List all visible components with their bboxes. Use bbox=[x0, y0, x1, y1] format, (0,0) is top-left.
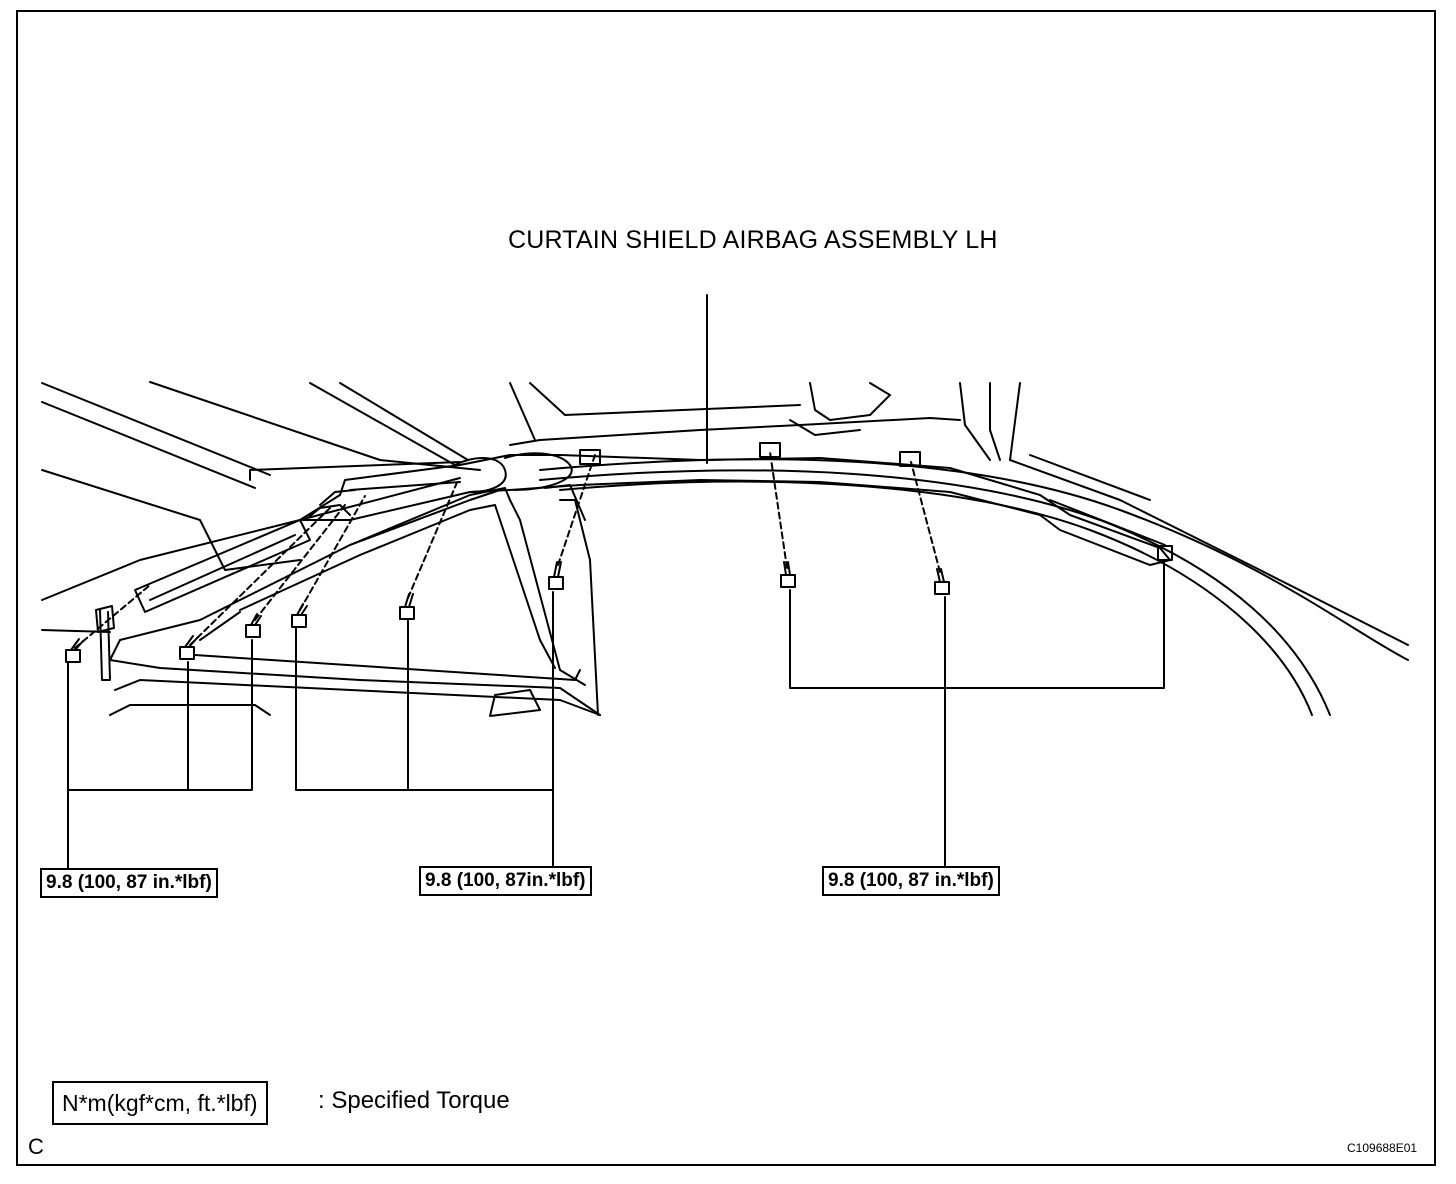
bolt-icon bbox=[65, 638, 84, 663]
bolt-icon bbox=[179, 635, 198, 660]
clip-strap bbox=[95, 605, 115, 681]
bolt-icon bbox=[780, 561, 796, 588]
torque-unit-legend-box: N*m(kgf*cm, ft.*lbf) bbox=[52, 1081, 268, 1125]
torque-label-right: 9.8 (100, 87 in.*lbf) bbox=[822, 866, 1000, 896]
rear-roof-area bbox=[509, 382, 1409, 716]
bolt-icon bbox=[399, 593, 415, 620]
bolt-icon bbox=[548, 561, 564, 590]
corner-letter: C bbox=[28, 1134, 44, 1159]
torque-leader-lines bbox=[67, 559, 1165, 869]
airbag-assembly bbox=[299, 442, 1173, 566]
torque-label-center: 9.8 (100, 87in.*lbf) bbox=[419, 866, 592, 896]
front-pillar-area bbox=[41, 381, 481, 633]
bolt-icon bbox=[245, 613, 262, 638]
torque-label-left: 9.8 (100, 87 in.*lbf) bbox=[40, 868, 218, 898]
bolt-icon bbox=[291, 603, 308, 628]
torque-legend-description: : Specified Torque bbox=[318, 1087, 510, 1114]
bolt-alignment-lines bbox=[74, 451, 941, 649]
diagram-title: CURTAIN SHIELD AIRBAG ASSEMBLY LH bbox=[508, 226, 998, 254]
bolt-icons bbox=[65, 561, 950, 663]
bolt-icon bbox=[934, 568, 950, 595]
figure-number: C109688E01 bbox=[1347, 1141, 1418, 1155]
diagram-frame bbox=[16, 10, 1436, 1166]
center-pillar-area bbox=[109, 484, 601, 717]
